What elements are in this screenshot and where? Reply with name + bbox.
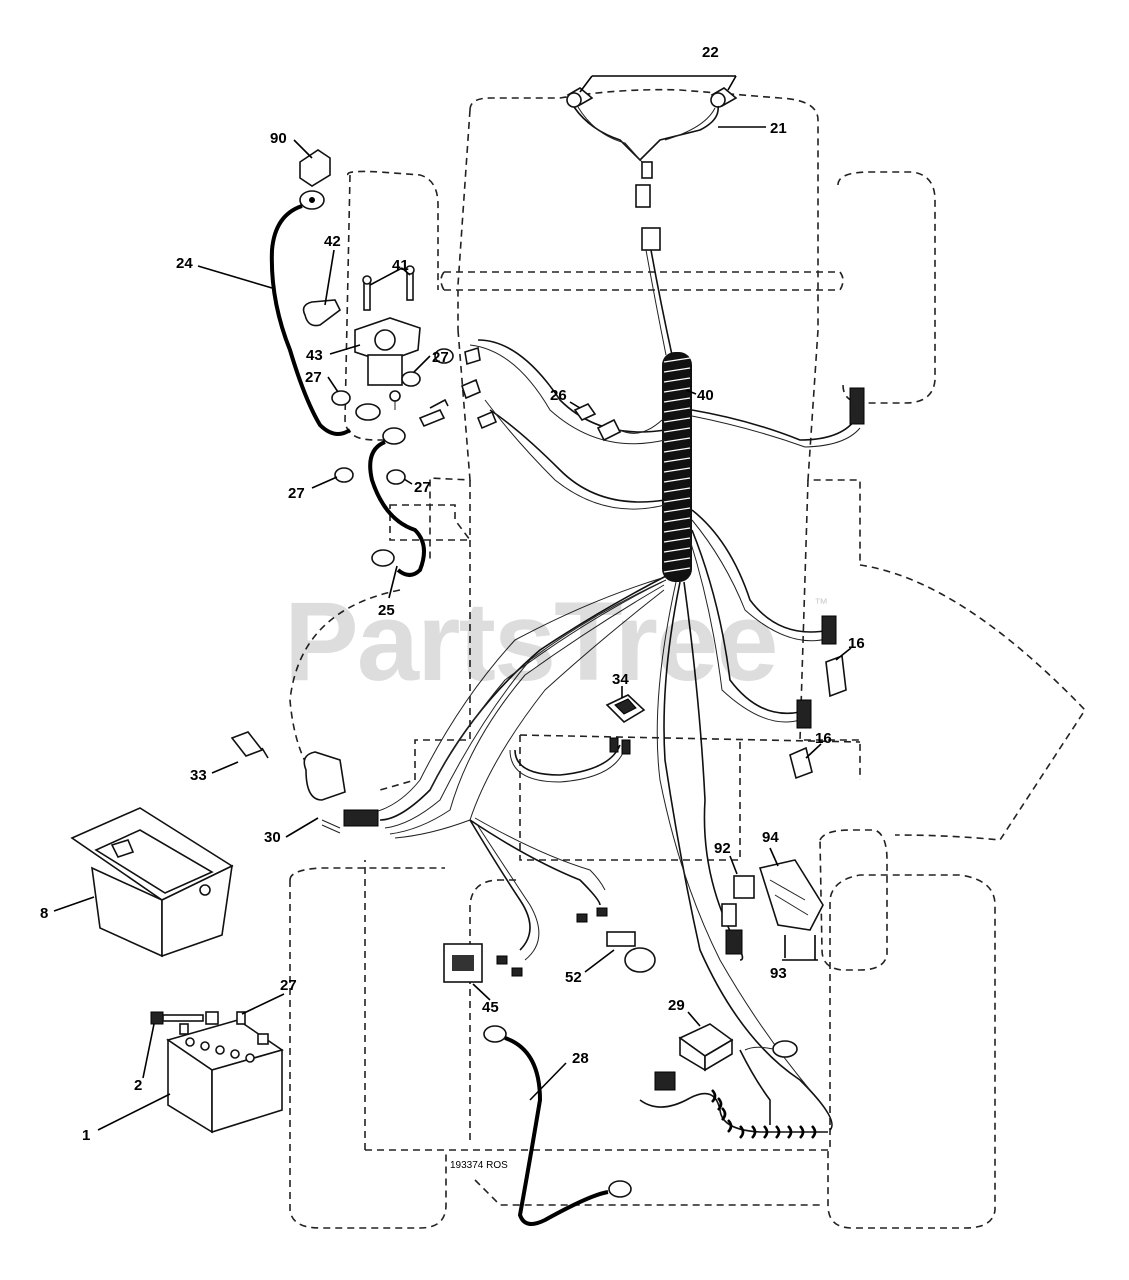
callout-42: 42 — [324, 233, 341, 250]
callout-27: 27 — [432, 349, 449, 366]
callout-29: 29 — [668, 997, 685, 1014]
bolt-2 — [150, 1011, 246, 1025]
harness-left-bundle — [374, 574, 669, 839]
callout-33: 33 — [190, 767, 207, 784]
watermark-text: PartsTree — [284, 579, 777, 704]
callout-34: 34 — [612, 671, 629, 688]
callout-90: 90 — [270, 130, 287, 147]
callout-1: 1 — [82, 1127, 90, 1144]
callout-25: 25 — [378, 602, 395, 619]
callout-45: 45 — [482, 999, 499, 1016]
module-45 — [443, 943, 483, 983]
callout-2: 2 — [134, 1077, 142, 1094]
watermark-trademark: ™ — [814, 595, 828, 611]
screws-93 — [784, 935, 816, 960]
callout-43: 43 — [306, 347, 323, 364]
battery-tray-8 — [70, 807, 234, 958]
callout-52: 52 — [565, 969, 582, 986]
callout-16: 16 — [815, 730, 832, 747]
headlight-bulbs — [566, 87, 738, 251]
callout-28: 28 — [572, 1050, 589, 1067]
module-29 — [639, 1023, 828, 1139]
clip-90 — [299, 149, 331, 187]
drawing-code: 193374 ROS — [450, 1160, 508, 1171]
callout-41: 41 — [392, 257, 409, 274]
leader-lines — [53, 75, 852, 1131]
callout-16: 16 — [848, 635, 865, 652]
tractor-outline — [289, 88, 1087, 1229]
callout-24: 24 — [176, 255, 193, 272]
callout-26: 26 — [550, 387, 567, 404]
callouts: 22 21 90 42 41 24 43 27 27 27 27 27 26 4… — [40, 44, 865, 1144]
callout-22: 22 — [702, 44, 719, 61]
callout-92: 92 — [714, 840, 731, 857]
battery-1 — [166, 1019, 284, 1134]
cable-25 — [368, 398, 449, 577]
cable-28 — [483, 1025, 632, 1226]
lamp-52 — [606, 931, 656, 973]
callout-27: 27 — [288, 485, 305, 502]
callout-27: 27 — [280, 977, 297, 994]
callout-40: 40 — [697, 387, 714, 404]
switch-94 — [758, 859, 824, 931]
cable-24 — [269, 190, 381, 436]
switch-92 — [721, 875, 755, 955]
watermark: PartsTree ™ — [284, 579, 828, 704]
callout-30: 30 — [264, 829, 281, 846]
solenoid-43 — [354, 265, 454, 410]
callout-93: 93 — [770, 965, 787, 982]
callout-27: 27 — [305, 369, 322, 386]
callout-94: 94 — [762, 829, 779, 846]
conduit-40 — [662, 352, 692, 582]
switch-34 — [605, 694, 646, 724]
boot-42 — [302, 299, 342, 327]
callout-27: 27 — [414, 479, 431, 496]
callout-8: 8 — [40, 905, 48, 922]
ignition-switch-30 — [303, 751, 379, 834]
callout-21: 21 — [770, 120, 787, 137]
nuts-27 — [331, 390, 406, 485]
key-33 — [230, 731, 269, 759]
